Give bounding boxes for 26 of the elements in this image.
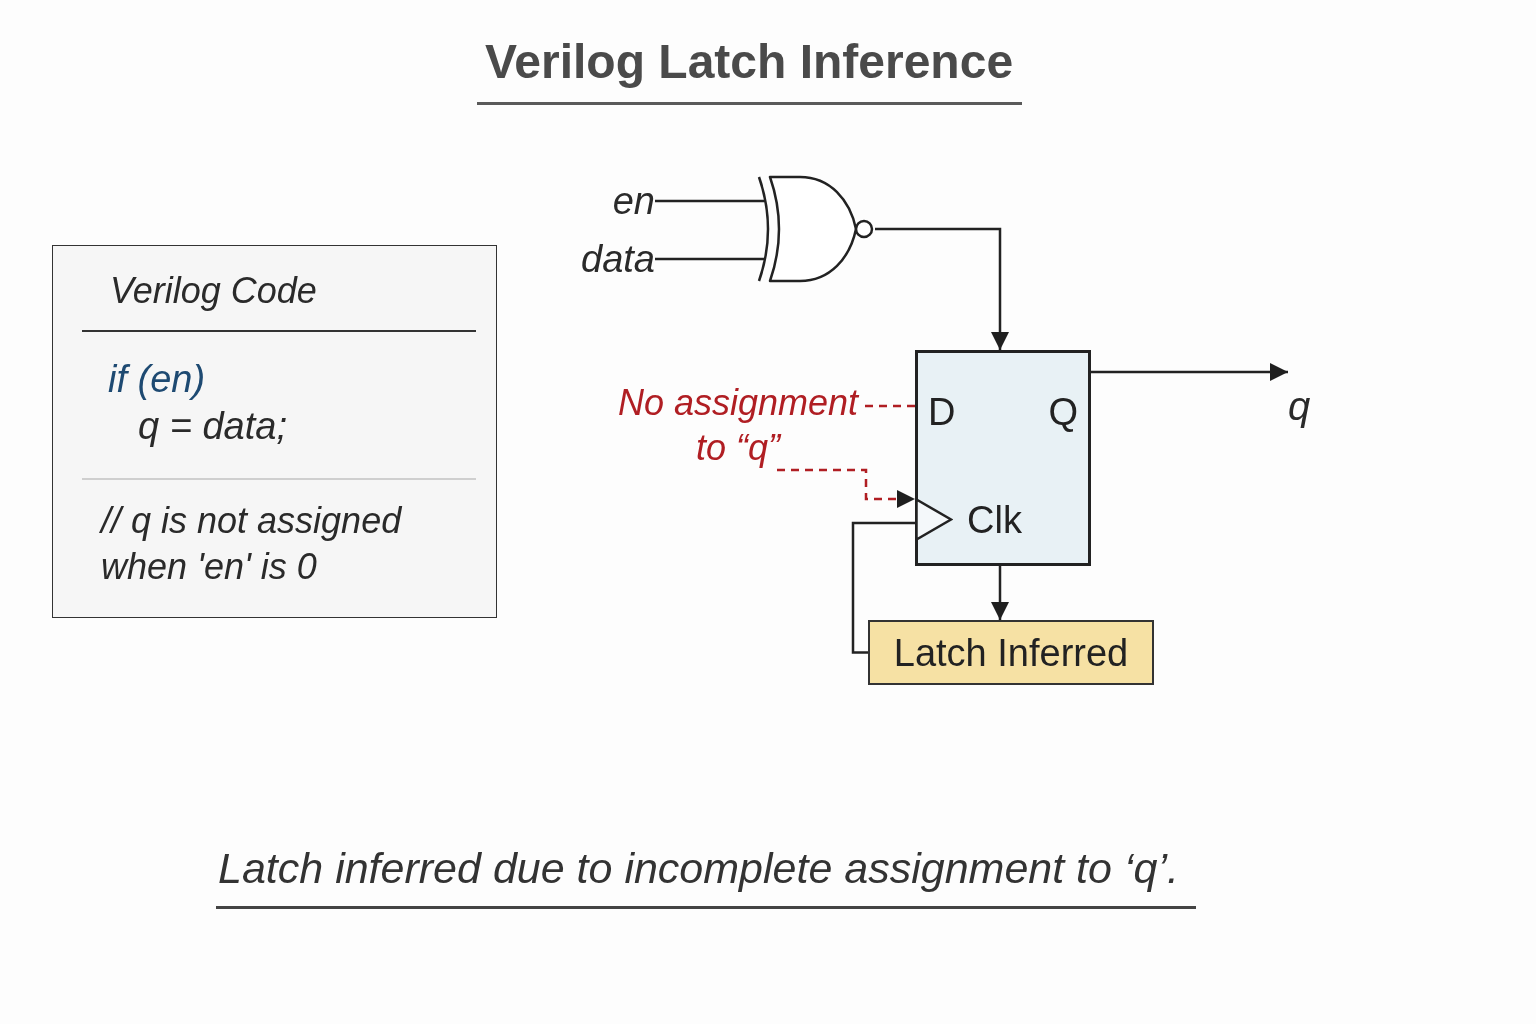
code-comment: // q is not assigned when 'en' is 0: [101, 499, 403, 589]
code-line: q = data;: [138, 404, 287, 449]
annotation-text: No assignment to “q”: [611, 380, 865, 470]
code-line: if (en): [108, 357, 206, 402]
signal-label: q: [1288, 384, 1311, 428]
latch-block: [915, 350, 1091, 566]
diagram-title: Verilog Latch Inference: [484, 34, 1014, 90]
arrow: [1091, 363, 1288, 381]
wire: [655, 199, 765, 203]
signal-label: data: [581, 237, 655, 281]
wire: [655, 257, 765, 261]
result-box: [868, 620, 1154, 685]
port-label: D: [928, 390, 956, 434]
port-label: Clk: [967, 498, 1022, 542]
port-label: Q: [1048, 390, 1078, 434]
dashed-wire: [865, 404, 915, 408]
arrow: [875, 227, 1009, 350]
dashed-arrow: [777, 468, 915, 508]
xnor-gate-symbol: [755, 175, 875, 283]
box-label: Latch Inferred: [893, 630, 1129, 675]
panel-heading: Verilog Code: [110, 269, 317, 313]
arrow: [991, 566, 1009, 620]
diagram-caption: Latch inferred due to incomplete assignment to ‘q’.: [218, 843, 1179, 893]
code-panel: [52, 245, 497, 618]
wire: [851, 521, 915, 654]
signal-label: en: [612, 179, 655, 223]
